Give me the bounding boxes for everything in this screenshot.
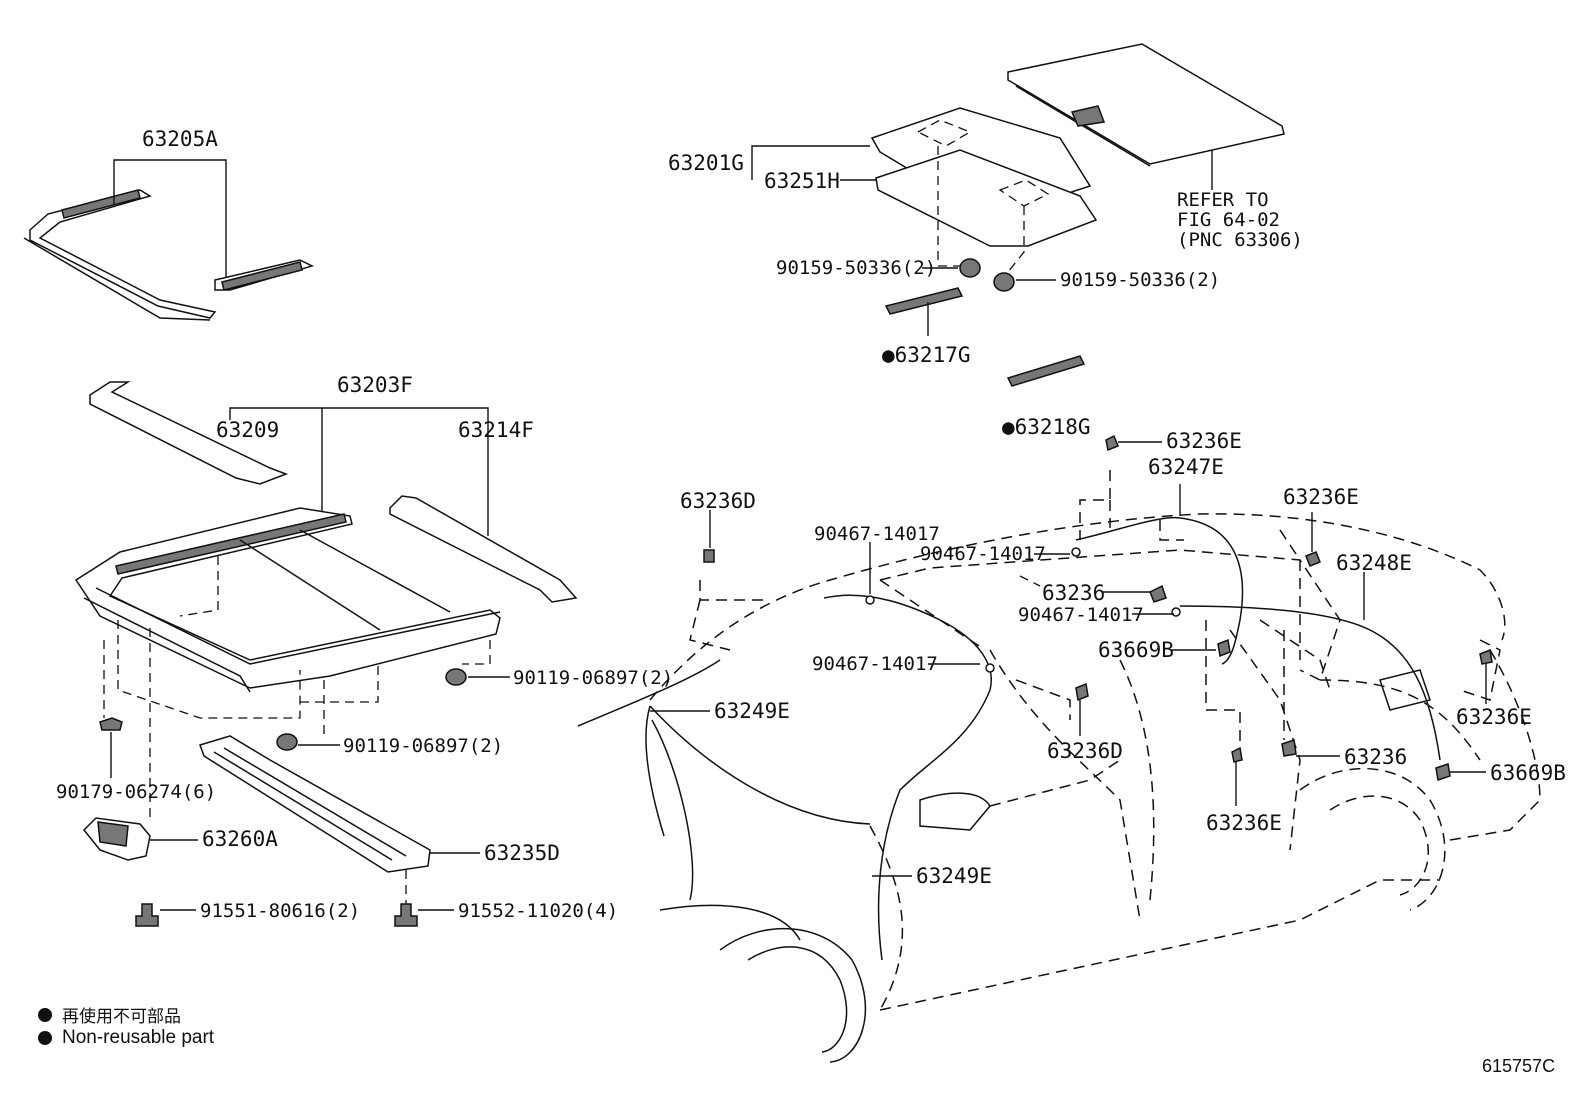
label-90159-a: 90159-50336(2) [776,257,936,279]
label-63236D-left: 63236D [680,489,756,513]
label-refer-2: FIG 64-02 [1177,209,1280,231]
legend-japanese: 再使用不可部品 [38,1002,181,1027]
bolt-90119-b [276,733,298,751]
bullet-icon [38,1031,52,1045]
sunroof-housing-frame [74,507,501,820]
label-63251H: 63251H [764,169,840,193]
bolt-90119-a [445,668,467,686]
label-63201G: 63201G [668,151,744,175]
bullet-icon [38,1007,52,1022]
label-90467-a: 90467-14017 [814,523,940,545]
label-63247E: 63247E [1148,455,1224,479]
deflector-63235D [199,735,431,873]
label-63203F: 63203F [337,373,413,397]
leader-63205A [113,159,227,278]
label-63236E-right: 63236E [1283,485,1359,509]
legend-jp-text: 再使用不可部品 [62,1007,181,1027]
label-63236-low: 63236 [1344,745,1407,769]
screw-91551 [135,903,159,927]
label-63236E-bottom: 63236E [1206,811,1282,835]
label-90119-a: 90119-06897(2) [513,667,673,689]
label-63248E: 63248E [1336,551,1412,575]
label-90467-c: 90467-14017 [1018,604,1144,626]
label-63209: 63209 [216,418,279,442]
legend-en-text: Non-reusable part [62,1027,215,1048]
label-63236-mid: 63236 [1042,581,1105,605]
label-63217G: ●63217G [882,343,971,367]
label-91552: 91552-11020(4) [458,900,618,922]
bolt-90159-a [959,258,981,278]
leader-63203F [229,407,489,536]
clip-90179 [99,717,123,731]
drain-hose-frame-63205A [23,189,315,321]
clips [703,434,1493,781]
label-90119-b: 90119-06897(2) [343,735,503,757]
weatherstrip-63217G [884,287,964,315]
label-63205A: 63205A [142,127,218,151]
car-body-outline [577,470,1541,1063]
motor-63260A [82,817,151,861]
label-90179: 90179-06274(6) [56,781,216,803]
label-63669B-rear: 63669B [1490,761,1566,785]
screw-91552 [394,903,418,927]
drain-hoses [645,516,1441,961]
label-63669B-mid: 63669B [1098,638,1174,662]
rail-63214F [389,495,578,603]
label-90467-b: 90467-14017 [920,543,1046,565]
label-63249E-top: 63249E [714,699,790,723]
label-63235D: 63235D [484,841,560,865]
weatherstrip-63218G [1006,355,1086,387]
label-90467-d: 90467-14017 [812,653,938,675]
label-63236D-door: 63236D [1047,739,1123,763]
rail-63209 [89,381,289,485]
legend-english: Non-reusable part [38,1027,214,1049]
glass-panel-63201G [870,107,1098,273]
sunshade-panel [1007,43,1285,167]
label-91551: 91551-80616(2) [200,900,360,922]
label-refer-3: (PNC 63306) [1177,229,1303,251]
label-63236E-rear: 63236E [1456,705,1532,729]
label-63214F: 63214F [458,418,534,442]
label-63260A: 63260A [202,827,278,851]
figure-code: 615757C [1482,1056,1556,1076]
label-63218G: ●63218G [1002,415,1091,439]
bolt-90159-b [993,272,1015,292]
label-90159-b: 90159-50336(2) [1060,269,1220,291]
label-refer-1: REFER TO [1177,189,1269,211]
label-63236E-top: 63236E [1166,429,1242,453]
label-63249E-low: 63249E [916,864,992,888]
